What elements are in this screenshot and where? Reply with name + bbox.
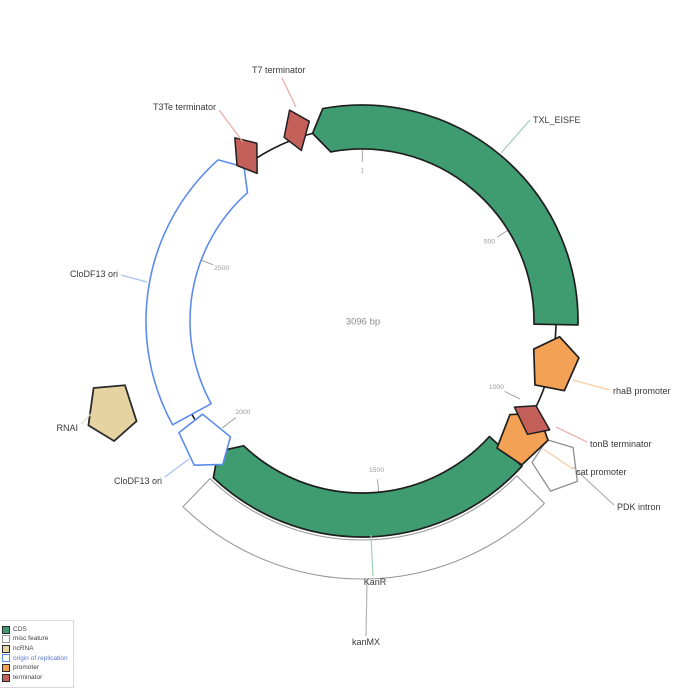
leader-line-TXL_EISFE [500,119,531,154]
tick-label-2500: 2500 [214,265,229,272]
legend-item-label: terminator [13,673,43,681]
feature-label-CloDF13_ori[interactable]: CloDF13 ori [70,269,118,279]
legend-item-label: promoter [13,664,40,672]
feature-T3Te_terminator[interactable] [234,137,258,175]
tick-label-2000: 2000 [235,409,250,416]
feature-label-TXL_EISFE[interactable]: TXL_EISFE [533,115,581,125]
feature-label-tonB_terminator[interactable]: tonB terminator [590,439,652,449]
tick-label-1000: 1000 [489,384,504,391]
leader-line-T3Te_terminator [218,109,244,143]
feature-T7_terminator[interactable] [283,109,311,152]
legend-item-origin-of-replication: origin of replication [2,654,70,663]
legend-swatch-icon [2,644,10,653]
leader-line-kanMX [365,580,368,637]
feature-CloDF13_ori[interactable] [145,159,249,426]
tick-label-500: 500 [484,239,496,246]
tick-label-1500: 1500 [369,467,384,474]
leader-line-T7_terminator [281,77,297,108]
feature-label-PDK_intron[interactable]: PDK intron [617,502,661,512]
feature-label-RNAI[interactable]: RNAI [56,423,78,433]
feature-label-rhaB_promoter[interactable]: rhaB promoter [613,386,671,396]
leader-line-RNAI [80,411,94,425]
leader-line-tonB_terminator [555,426,588,443]
leader-line-CloDF13_ori_2 [164,458,190,478]
feature-TXL_EISFE[interactable] [311,104,579,326]
legend-swatch-icon [2,625,10,634]
legend-swatch-icon [2,635,10,644]
plasmid-size-label: 3096 bp [345,316,381,328]
tick-mark-1000 [504,390,521,400]
leader-line-CloDF13_ori [120,274,148,283]
legend-item-label: origin of replication [13,654,68,662]
legend-swatch-icon [2,654,10,663]
leader-line-PDK_intron [572,466,615,506]
feature-tonB_terminator[interactable] [513,404,551,436]
legend-item-misc-feature: misc feature [2,635,70,644]
feature-label-KanR[interactable]: KanR [364,577,387,587]
leader-line-rhaB_promoter [572,379,611,391]
tick-mark-2000 [221,417,237,429]
feature-CloDF13_ori_2[interactable] [178,413,232,466]
feature-PDK_intron[interactable] [531,439,578,492]
legend-item-ncrna: ncRNA [2,644,70,653]
legend-item-label: ncRNA [13,645,34,653]
legend-item-label: misc feature [13,635,49,643]
legend-swatch-icon [2,673,10,682]
legend-item-terminator: terminator [2,673,70,682]
feature-RNAI[interactable] [87,384,138,442]
feature-label-T3Te_terminator[interactable]: T3Te terminator [153,102,216,112]
legend-item-cds: CDS [2,625,70,634]
legend-swatch-icon [2,663,10,672]
feature-rhaB_promoter[interactable] [532,335,580,392]
feature-kanMX[interactable] [182,475,545,580]
feature-label-T7_terminator[interactable]: T7 terminator [252,65,306,75]
feature-label-CloDF13_ori_2[interactable]: CloDF13 ori [114,476,162,486]
legend-item-label: CDS [13,625,27,633]
tick-label-1: 1 [361,169,365,175]
feature-label-kanMX[interactable]: kanMX [352,637,380,647]
leader-line-KanR [370,534,374,577]
feature-label-cat_promoter[interactable]: cat promoter [576,467,627,477]
leader-line-cat_promoter [542,448,574,470]
legend-item-promoter: promoter [2,663,70,672]
feature-KanR[interactable] [212,435,523,538]
